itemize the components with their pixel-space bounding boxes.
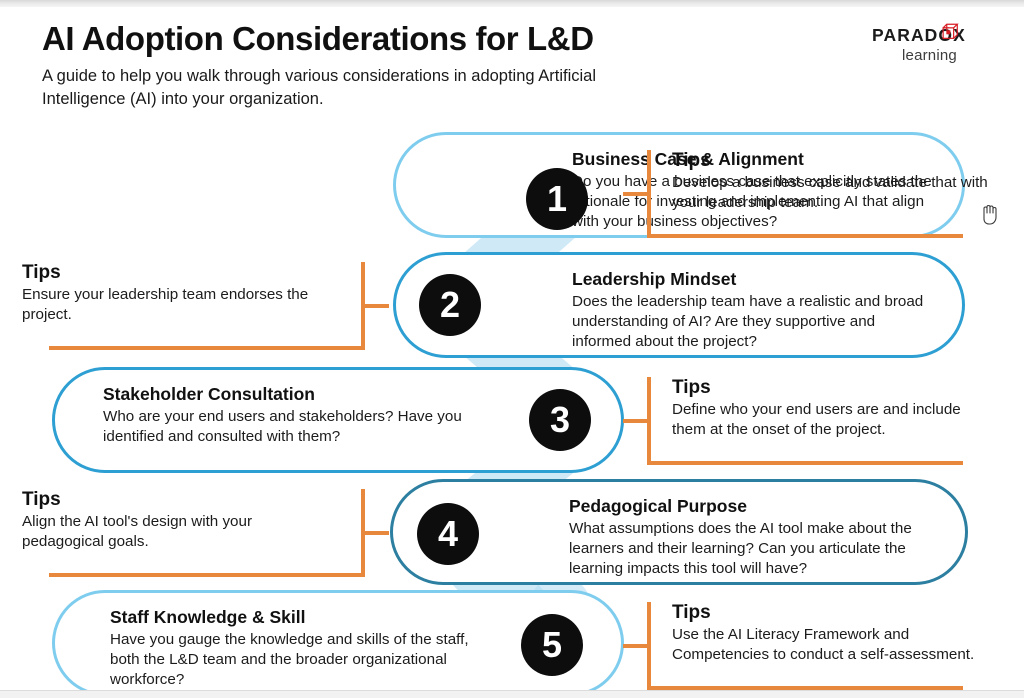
step-badge-5: 5 — [521, 614, 583, 676]
step-row-1: Business Case & Alignment Do you have a … — [0, 132, 1024, 242]
tips-content-4: Tips Align the AI tool's design with you… — [22, 489, 332, 552]
step-card-1-body: Do you have a business case that explici… — [572, 173, 932, 231]
step-row-2: Leadership Mindset Does the leadership t… — [0, 252, 1024, 362]
tips-label-4: Tips — [22, 489, 61, 510]
tips-block-3: Tips Define who your end users are and i… — [623, 377, 990, 477]
tips-text-3: Define who your end users are and includ… — [672, 400, 961, 439]
tips-bracket-vertical — [361, 489, 365, 577]
tips-block-1: Tips Develop a business case and validat… — [623, 150, 990, 250]
tips-bracket-vertical — [647, 602, 651, 690]
tips-text-5: Use the AI Literacy Framework and Compet… — [672, 625, 975, 664]
step-card-4-body: What assumptions does the AI tool make a… — [569, 520, 912, 578]
tips-bracket-connector — [623, 419, 649, 423]
step-card-4-title: Pedagogical Purpose — [569, 496, 747, 516]
brand-logo: PARADOX learning — [872, 23, 992, 73]
step-row-4: Pedagogical Purpose What assumptions doe… — [0, 479, 1024, 589]
tips-label-1: Tips — [672, 150, 711, 171]
tips-bracket-connector — [363, 304, 389, 308]
page-title: AI Adoption Considerations for L&D — [42, 20, 594, 57]
step-card-4-text: Pedagogical Purpose What assumptions doe… — [569, 496, 939, 580]
infographic-page: AI Adoption Considerations for L&D A gui… — [0, 7, 1024, 690]
step-card-1-text: Business Case & Alignment Do you have a … — [572, 149, 936, 233]
step-badge-3: 3 — [529, 389, 591, 451]
step-card-2-text: Leadership Mindset Does the leadership t… — [572, 269, 936, 353]
step-card-3-title: Stakeholder Consultation — [103, 384, 315, 404]
tips-bracket-connector — [363, 531, 389, 535]
tips-content-1: Tips Develop a business case and validat… — [672, 150, 990, 213]
step-badge-1: 1 — [526, 168, 588, 230]
tips-content-5: Tips Use the AI Literacy Framework and C… — [672, 602, 990, 665]
tips-bracket-vertical — [361, 262, 365, 350]
step-card-5-title: Staff Knowledge & Skill — [110, 607, 306, 627]
tips-label-5: Tips — [672, 602, 711, 623]
red-cube-icon — [942, 23, 959, 39]
tips-block-2: Tips Ensure your leadership team endorse… — [22, 262, 389, 362]
tips-text-4: Align the AI tool's design with your ped… — [22, 512, 252, 551]
document-viewer-bottom-edge — [0, 690, 1024, 698]
document-viewer-top-edge — [0, 0, 1024, 7]
grab-hand-cursor — [983, 205, 997, 225]
tips-text-1: Develop a business case and validate tha… — [672, 173, 988, 212]
step-row-3: Stakeholder Consultation Who are your en… — [0, 367, 1024, 477]
tips-bracket-bottom — [647, 461, 963, 465]
page-subtitle: A guide to help you walk through various… — [42, 67, 597, 109]
tips-bracket-vertical — [647, 377, 651, 465]
step-badge-2: 2 — [419, 274, 481, 336]
tips-block-5: Tips Use the AI Literacy Framework and C… — [623, 602, 990, 690]
tips-bracket-bottom — [49, 346, 365, 350]
step-card-2-body: Does the leadership team have a realisti… — [572, 293, 924, 351]
step-card-5-body: Have you gauge the knowledge and skills … — [110, 631, 469, 689]
brand-tagline: learning — [902, 47, 957, 64]
step-badge-4: 4 — [417, 503, 479, 565]
step-card-1-title: Business Case & Alignment — [572, 149, 804, 169]
step-row-5: Staff Knowledge & Skill Have you gauge t… — [0, 590, 1024, 690]
step-card-3-body: Who are your end users and stakeholders?… — [103, 408, 462, 446]
tips-label-3: Tips — [672, 377, 711, 398]
step-card-5-text: Staff Knowledge & Skill Have you gauge t… — [110, 607, 471, 690]
tips-bracket-connector — [623, 644, 649, 648]
step-card-3-text: Stakeholder Consultation Who are your en… — [103, 384, 471, 447]
tips-bracket-bottom — [49, 573, 365, 577]
tips-bracket-bottom — [647, 234, 963, 238]
step-card-2-title: Leadership Mindset — [572, 269, 737, 289]
brand-wordmark: PARADOX — [872, 25, 966, 45]
tips-content-2: Tips Ensure your leadership team endorse… — [22, 262, 332, 325]
tips-block-4: Tips Align the AI tool's design with you… — [22, 489, 389, 589]
tips-content-3: Tips Define who your end users are and i… — [672, 377, 990, 440]
tips-label-2: Tips — [22, 262, 61, 283]
tips-text-2: Ensure your leadership team endorses the… — [22, 285, 309, 324]
